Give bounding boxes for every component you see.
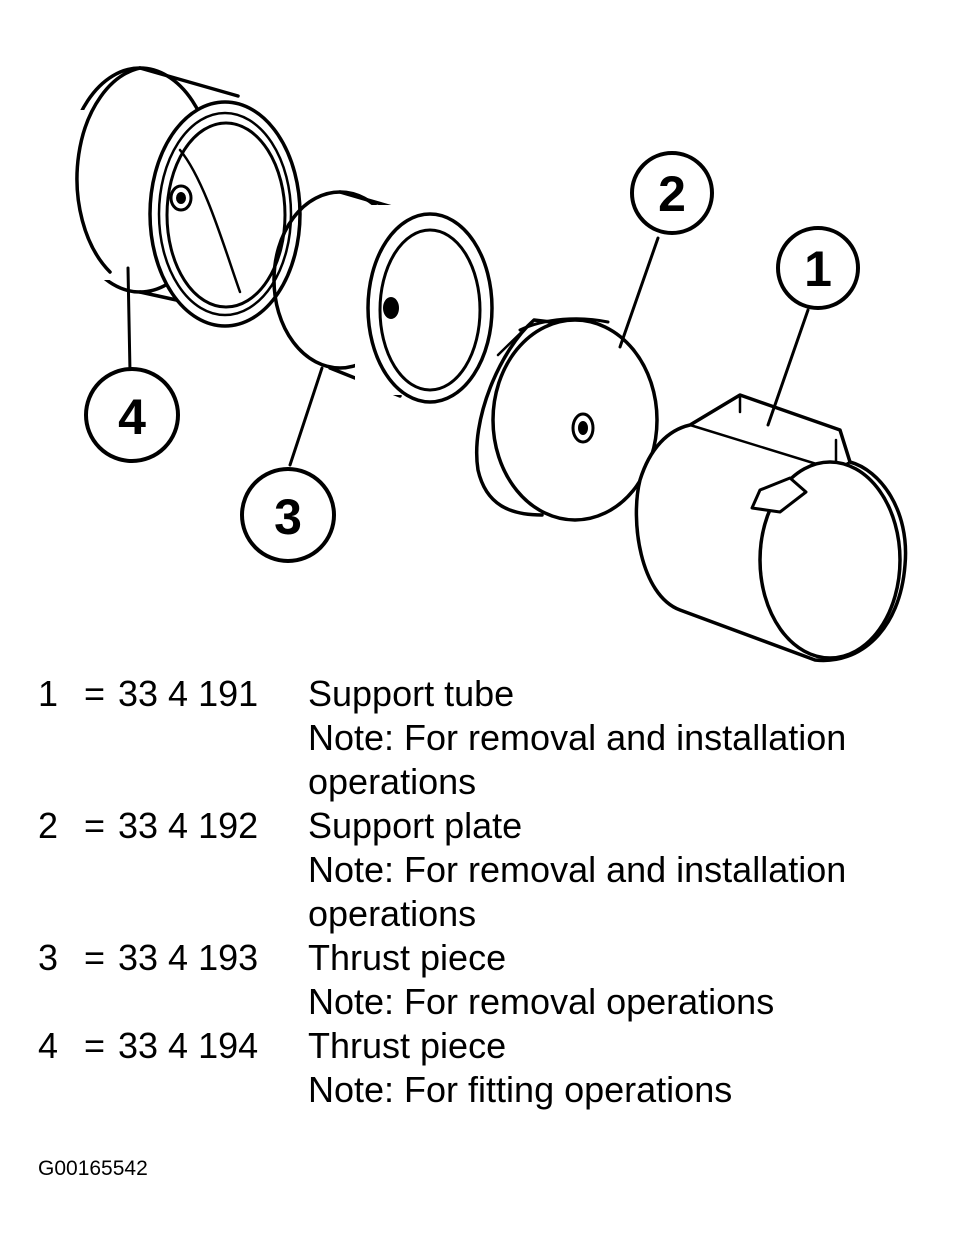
callout-2: 2 — [630, 151, 714, 235]
part-2-support-plate — [475, 317, 659, 522]
callout-1-number: 1 — [804, 241, 832, 297]
part-4-front-rim-outer — [148, 100, 302, 328]
legend-number: 2 — [38, 805, 59, 846]
legend-note-line: Note: For removal and installation — [308, 849, 847, 890]
callout-3-number: 3 — [274, 489, 302, 545]
callout-4-number: 4 — [118, 389, 146, 445]
legend-equals: = — [84, 937, 106, 978]
part-1-open-end — [758, 460, 902, 660]
legend-equals: = — [84, 1025, 106, 1066]
legend-part-name: Support plate — [308, 805, 523, 846]
callout-1: 1 — [776, 226, 860, 310]
parts-legend: 1 = 33 4 191 Support tube Note: For remo… — [0, 672, 974, 1112]
legend-equals: = — [84, 673, 106, 714]
legend-note-line: Note: For removal and installation — [308, 717, 847, 758]
figure-id: G00165542 — [38, 1157, 148, 1180]
legend-part-name: Thrust piece — [308, 937, 507, 978]
leader-line-1 — [766, 308, 810, 427]
part-4-body-top — [138, 66, 240, 98]
part-3-thrust-piece-removal — [272, 190, 494, 404]
part-1-support-tube — [634, 393, 908, 663]
callout-3: 3 — [240, 467, 336, 563]
legend-note-line: operations — [308, 761, 477, 802]
part-2-edge — [475, 318, 570, 517]
leader-line-4 — [126, 266, 132, 374]
part-1-top-cut — [688, 393, 838, 472]
part-2-flat — [518, 317, 610, 332]
legend-entry-4: 4 = 33 4 194 Thrust piece — [0, 1024, 974, 1068]
part-1-slot — [750, 476, 808, 514]
part-4-front-rim-inner — [165, 121, 287, 309]
legend-part-code: 33 4 194 — [118, 1025, 259, 1066]
part-4-inner-shadow — [178, 148, 242, 294]
legend-note-line: Note: For removal operations — [308, 981, 775, 1022]
legend-equals: = — [84, 805, 106, 846]
legend-entry-1: 1 = 33 4 191 Support tube — [0, 672, 974, 716]
legend-part-code: 33 4 191 — [118, 673, 259, 714]
leader-line-2 — [618, 236, 660, 349]
legend-entry-3: 3 = 33 4 193 Thrust piece — [0, 936, 974, 980]
part-3-front-rim-outer — [366, 212, 494, 404]
legend-part-code: 33 4 193 — [118, 937, 259, 978]
legend-note-line: operations — [308, 893, 477, 934]
part-3-thread-hole — [383, 297, 399, 319]
special-tools-illustration: 1 2 3 4 — [60, 66, 908, 663]
legend-number: 4 — [38, 1025, 59, 1066]
legend-part-code: 33 4 192 — [118, 805, 259, 846]
callout-2-number: 2 — [658, 166, 686, 222]
part-3-front-rim-inner — [378, 228, 482, 392]
part-4-front-rim-mid — [157, 111, 293, 317]
part-4-thread-hole — [169, 184, 193, 212]
legend-number: 3 — [38, 937, 59, 978]
legend-note-line: Note: For fitting operations — [308, 1069, 733, 1110]
callout-4: 4 — [84, 367, 180, 463]
legend-entry-2: 2 = 33 4 192 Support plate — [0, 804, 974, 848]
part-4-thrust-piece-fitting — [60, 66, 302, 328]
legend-part-name: Thrust piece — [308, 1025, 507, 1066]
legend-number: 1 — [38, 673, 59, 714]
legend-part-name: Support tube — [308, 673, 515, 714]
part-2-thread-hole — [571, 412, 595, 444]
leader-line-3 — [288, 366, 324, 467]
